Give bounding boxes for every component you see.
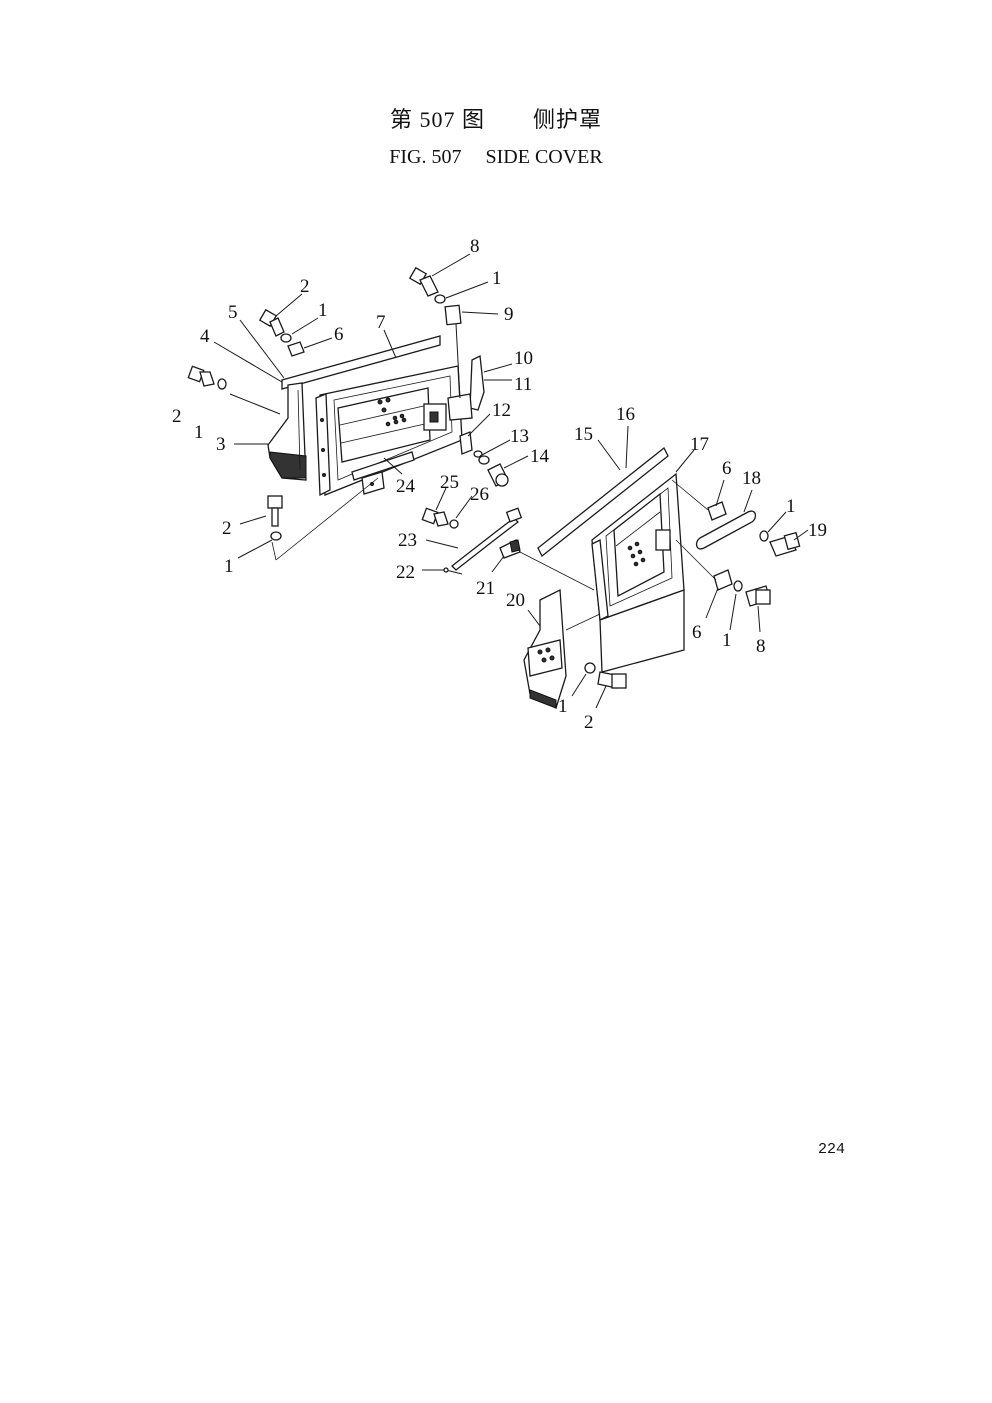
callout-5: 5	[228, 302, 238, 323]
callout-14: 14	[530, 446, 550, 467]
pin-22	[445, 569, 463, 575]
callout-18: 18	[742, 468, 761, 489]
callout-19: 19	[808, 520, 827, 541]
callout-1-right-lower: 1	[722, 630, 732, 651]
figure-name-cn: 侧护罩	[533, 107, 603, 132]
left-panel-face	[337, 387, 431, 463]
figure-title-english: FIG. 507 SIDE COVER	[0, 146, 992, 169]
callout-24: 24	[396, 476, 416, 497]
callout-26: 26	[470, 484, 489, 505]
callout-6-right-lower: 6	[692, 622, 702, 643]
callout-2-upper: 2	[300, 276, 310, 297]
callout-2-lower: 2	[222, 518, 232, 539]
bolt-2-lower	[267, 495, 283, 527]
figure-title-chinese: 第 507 图 侧护罩	[0, 102, 992, 134]
right-frame-rail	[591, 538, 609, 622]
figure-name-en: SIDE COVER	[485, 146, 603, 168]
callout-1-upper: 1	[318, 300, 328, 321]
bolt-8-right	[745, 585, 771, 607]
callout-1-left: 1	[194, 422, 204, 443]
callout-2-left: 2	[172, 406, 182, 427]
callout-7: 7	[376, 312, 386, 333]
callout-23: 23	[398, 530, 417, 551]
callout-22: 22	[396, 562, 415, 583]
rod-23	[451, 517, 519, 571]
callout-1-bottom: 1	[558, 696, 568, 717]
callout-20: 20	[506, 590, 525, 611]
callout-labels: 8 1 9 2 1 5 6 7 4 10 11 2 1 3 12 13 14 1…	[172, 236, 827, 733]
bracket-10-11	[469, 355, 485, 411]
bolt-25	[421, 507, 449, 527]
callout-1-top: 1	[492, 268, 502, 289]
figure-number-en: FIG. 507	[389, 146, 462, 168]
callout-15: 15	[574, 424, 593, 445]
callout-16: 16	[616, 404, 635, 425]
bolt-2-bottom-right	[597, 671, 627, 689]
callout-2-bottom: 2	[584, 712, 594, 733]
callout-1-lower: 1	[224, 556, 234, 577]
callout-13: 13	[510, 426, 529, 447]
callout-6-right-upper: 6	[722, 458, 732, 479]
plate-6-right-lower	[713, 569, 733, 591]
callout-17: 17	[690, 434, 709, 455]
bolt-8-top	[408, 266, 439, 297]
figure-number-cn: 第 507 图	[389, 107, 485, 132]
bolt-19	[769, 531, 801, 557]
top-strip-left	[281, 335, 441, 390]
callout-25: 25	[440, 472, 459, 493]
bottom-bracket-24	[351, 451, 415, 481]
leader-lines	[213, 253, 809, 709]
callout-12: 12	[492, 400, 511, 421]
page-number: 224	[818, 1141, 846, 1158]
callout-21: 21	[476, 578, 495, 599]
bolt-2-upper	[258, 308, 285, 337]
callout-6-left: 6	[334, 324, 344, 345]
bolt-2-left	[187, 365, 215, 387]
callout-9: 9	[504, 304, 514, 325]
callout-11: 11	[514, 374, 532, 395]
plate-6-left	[287, 341, 305, 357]
plate-6-right-upper	[707, 501, 727, 521]
left-panel-inner	[333, 375, 453, 481]
latch-12	[459, 431, 473, 455]
callout-10: 10	[514, 348, 533, 369]
bolt-14	[487, 463, 509, 487]
callout-3: 3	[216, 434, 226, 455]
callout-4: 4	[200, 326, 210, 347]
callout-8-top: 8	[470, 236, 480, 257]
clip-9	[444, 304, 462, 326]
top-strip-right	[537, 446, 669, 558]
callout-8-right: 8	[756, 636, 766, 657]
left-frame-rail	[315, 393, 331, 497]
callout-1-right: 1	[786, 496, 796, 517]
handle-18	[695, 510, 757, 550]
